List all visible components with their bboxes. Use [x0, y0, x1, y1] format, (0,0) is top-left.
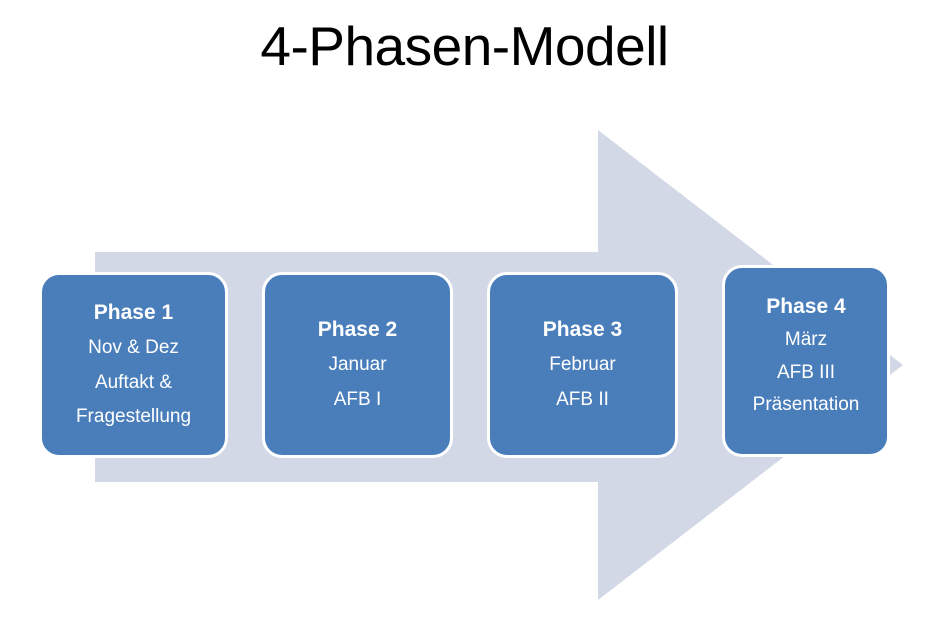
- phase-2-lines: Januar AFB I: [328, 354, 386, 412]
- phase-4-line-1: März: [784, 328, 828, 350]
- phase-3-line-1: Februar: [549, 354, 616, 376]
- phase-2-line-2: AFB I: [333, 389, 382, 411]
- phase-box-1[interactable]: Phase 1 Nov & Dez Auftakt & Fragestellun…: [39, 272, 228, 458]
- phase-3-title: Phase 3: [542, 318, 623, 342]
- phase-3-line-2: AFB II: [556, 389, 609, 411]
- phase-1-line-3: Fragestellung: [75, 406, 192, 428]
- phase-1-line-2: Auftakt &: [94, 371, 173, 393]
- phase-3-lines: Februar AFB II: [549, 354, 616, 412]
- phase-box-3[interactable]: Phase 3 Februar AFB II: [487, 272, 678, 458]
- phase-4-line-2: AFB III: [776, 361, 836, 383]
- page-title: 4-Phasen-Modell: [260, 15, 669, 77]
- phase-2-title: Phase 2: [317, 318, 398, 342]
- phase-1-lines: Nov & Dez Auftakt & Fragestellung: [76, 337, 191, 429]
- phase-2-line-1: Januar: [328, 354, 387, 376]
- phase-4-line-3: Präsentation: [752, 394, 860, 416]
- phase-4-title: Phase 4: [766, 294, 846, 318]
- phase-1-title: Phase 1: [93, 300, 174, 324]
- phase-box-2[interactable]: Phase 2 Januar AFB I: [262, 272, 453, 458]
- phase-1-line-1: Nov & Dez: [88, 336, 179, 358]
- phase-box-4[interactable]: Phase 4 März AFB III Präsentation: [722, 265, 890, 457]
- phase-4-lines: März AFB III Präsentation: [753, 329, 860, 427]
